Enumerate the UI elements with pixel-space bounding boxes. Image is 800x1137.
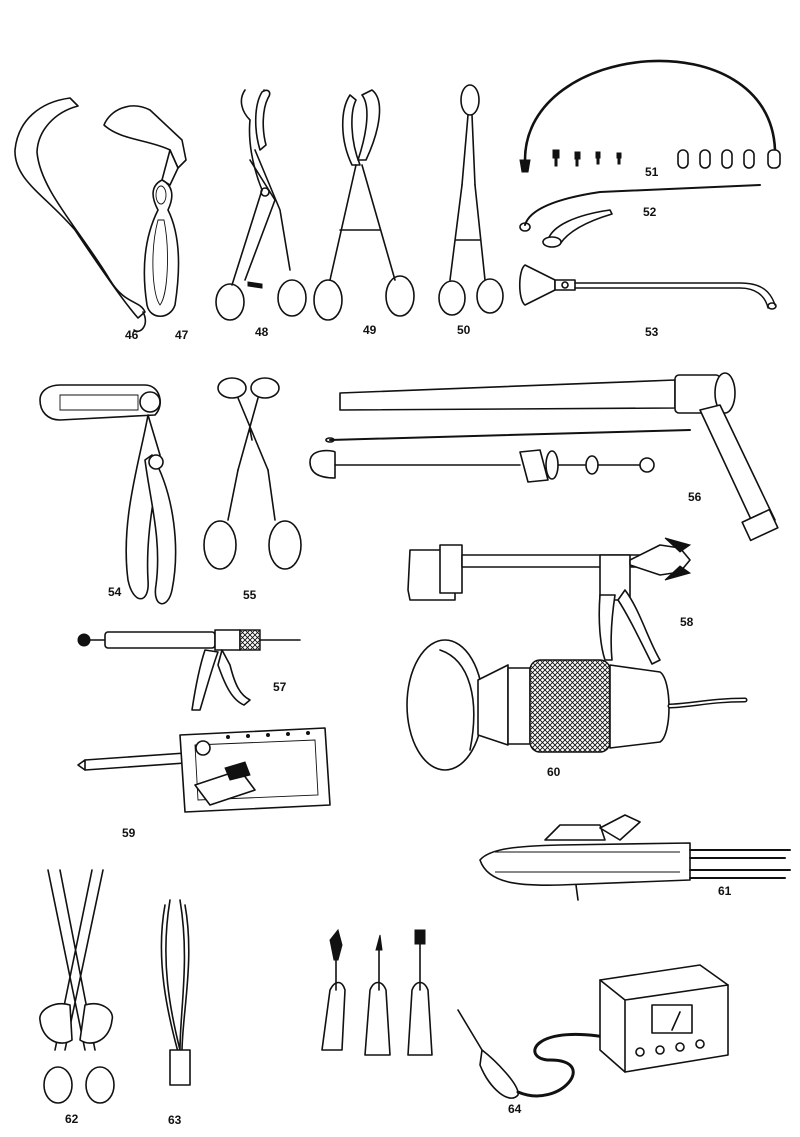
forceps-48-drawing bbox=[215, 89, 307, 321]
forceps-55-drawing bbox=[203, 377, 302, 570]
figure-number-53: 53 bbox=[645, 325, 659, 339]
cannula-52-drawing bbox=[519, 184, 761, 248]
clamp-58-drawing bbox=[407, 537, 692, 665]
figure-number-48: 48 bbox=[255, 325, 269, 339]
figure-number-57: 57 bbox=[273, 680, 287, 694]
figure-number-56: 56 bbox=[688, 490, 702, 504]
figure-number-55: 55 bbox=[243, 588, 257, 602]
figure-number-64: 64 bbox=[508, 1102, 522, 1116]
figure-number-61: 61 bbox=[718, 884, 732, 898]
figure-number-52: 52 bbox=[643, 205, 657, 219]
figure-number-54: 54 bbox=[108, 585, 122, 599]
pincer-62-drawing bbox=[39, 869, 115, 1104]
instrument-60-drawing bbox=[406, 639, 748, 771]
tweezers-63-drawing bbox=[160, 899, 191, 1086]
cannula-53-drawing bbox=[518, 264, 777, 310]
device-59-drawing bbox=[77, 727, 331, 813]
figure-number-58: 58 bbox=[680, 615, 694, 629]
figure-number-63: 63 bbox=[168, 1113, 182, 1127]
endoscope-56-drawing bbox=[309, 372, 779, 542]
figure-number-59: 59 bbox=[122, 826, 136, 840]
syringe-57-drawing bbox=[77, 629, 301, 711]
probe-set-51-drawing bbox=[519, 59, 781, 173]
retractor-47-drawing bbox=[103, 105, 187, 318]
speculum-54-drawing bbox=[39, 384, 177, 605]
figure-number-51: 51 bbox=[645, 165, 659, 179]
forceps-50-drawing bbox=[438, 84, 504, 316]
figure-number-60: 60 bbox=[547, 765, 561, 779]
forceps-49-drawing bbox=[313, 89, 415, 321]
figure-number-46: 46 bbox=[125, 328, 139, 342]
figure-number-49: 49 bbox=[363, 323, 377, 337]
retractor-46-drawing bbox=[14, 97, 147, 332]
figure-number-62: 62 bbox=[65, 1112, 79, 1126]
instrument-61-drawing bbox=[479, 814, 791, 901]
figure-number-47: 47 bbox=[175, 328, 189, 342]
figure-number-50: 50 bbox=[457, 323, 471, 337]
cautery-64-drawing bbox=[321, 928, 729, 1099]
